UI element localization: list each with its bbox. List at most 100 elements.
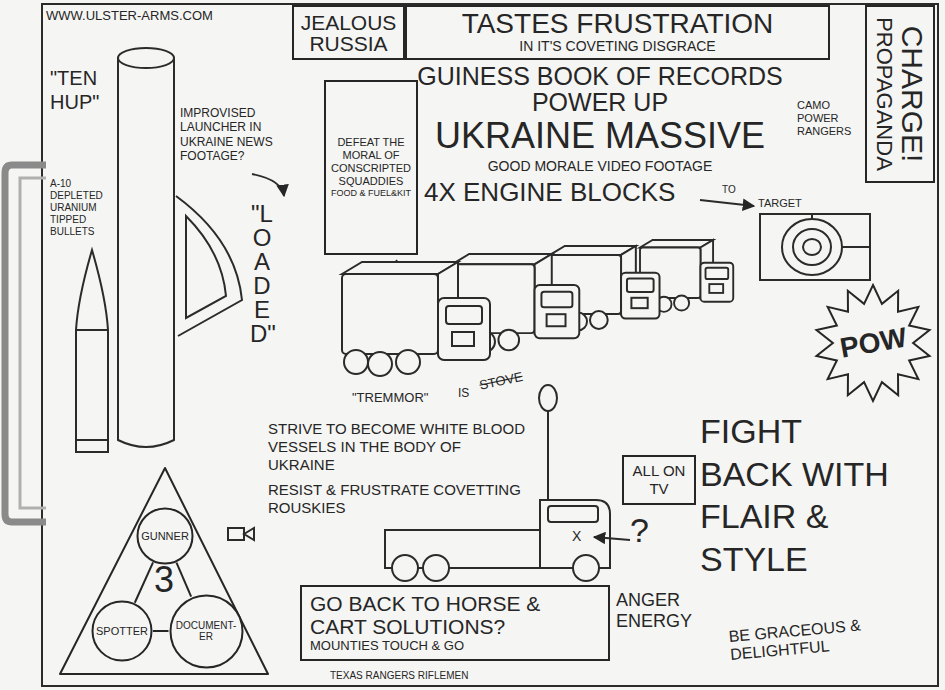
launcher-note: IMPROVISED LAUNCHER IN UKRAINE NEWS FOOT… (180, 106, 318, 164)
slogan-text: FIGHT BACK WITH FLAIR & STYLE (700, 410, 900, 580)
bullet-band (76, 330, 108, 440)
label-anchor: "TREMMOR" (352, 390, 428, 406)
side-note: CAMO POWER RANGERS (797, 99, 859, 139)
label-anchor: UKRAINE MASSIVE (412, 116, 788, 156)
connector-line (153, 630, 169, 632)
label-anchor: FIGHT BACK WITH FLAIR & STYLE (700, 410, 900, 580)
vertical-word: "LOADED" (250, 202, 274, 346)
label-anchor: TARGET (758, 197, 802, 210)
bullet-outline (76, 250, 108, 452)
label-anchor: WWW.ULSTER-ARMS.COM (46, 8, 213, 24)
node-text: DOCUMENT-ER (175, 620, 237, 643)
website-url: WWW.ULSTER-ARMS.COM (46, 8, 213, 24)
label-anchor: ANGER ENERGY (616, 590, 696, 631)
node-text: PROPAGANDA (871, 17, 895, 171)
truck-wheel (392, 555, 418, 581)
label-anchor: TO (722, 184, 736, 196)
tube-body (118, 58, 174, 447)
target-ring (782, 219, 842, 275)
node-text: SPOTTER (96, 625, 148, 638)
target-ring (793, 229, 831, 265)
label-anchor: IS (458, 386, 469, 400)
truck-column (342, 240, 733, 376)
node-text: 3 (58, 562, 270, 598)
propaganda-box: PROPAGANDACHARGE! (865, 5, 935, 183)
slogan-text: RESIST & FRUSTRATE COVETTING ROUSKIES (268, 481, 526, 517)
label-anchor: "LOADED" (250, 202, 274, 346)
launcher-bracket (176, 196, 242, 336)
target-label: TARGET (758, 197, 802, 210)
circle-outline (170, 595, 242, 667)
camera-lens (244, 528, 254, 540)
slogan-text: ANGER ENERGY (616, 590, 696, 631)
target-cross (812, 214, 870, 247)
target-frame (760, 214, 870, 280)
role-circle: SPOTTER (91, 600, 153, 662)
target-drawing (760, 214, 870, 280)
node-text: CHARGE! (896, 26, 929, 163)
truck-window (548, 506, 598, 522)
label-anchor: TEXAS RANGERS RIFLEMEN (330, 670, 468, 682)
headline: GUINESS BOOK OF RECORDS POWER UP (412, 63, 788, 116)
node-text: GUNNER (141, 530, 189, 543)
node-text: DEFEAT THE MORAL OF CONSCRIPTED SQUADDIE… (330, 136, 412, 189)
truck-cab (540, 500, 610, 568)
camera-icon (228, 528, 254, 540)
headline: 4X ENGINE BLOCKS (424, 177, 675, 208)
pow-burst: POW (812, 284, 934, 402)
node-text: GO BACK TO HORSE & CART SOLUTIONS? (310, 592, 600, 638)
label-anchor: GOOD MORALE VIDEO FOOTAGE (430, 158, 770, 175)
label-anchor: RESIST & FRUSTRATE COVETTING ROUSKIES (268, 481, 526, 517)
label-anchor: "TEN HUP" (50, 66, 122, 114)
title-box: TASTES FRUSTRATIONIN IT'S COVETING DISGR… (405, 5, 830, 60)
leader-line (547, 411, 549, 500)
vehicle-label: IS (458, 386, 469, 400)
role-circle: GUNNER (136, 507, 194, 565)
truck-wheel (423, 555, 449, 581)
bullet-drawing (76, 250, 108, 452)
truck (342, 262, 490, 376)
question-box: GO BACK TO HORSE & CART SOLUTIONS?MOUNTI… (300, 585, 610, 661)
subheading: GOOD MORALE VIDEO FOOTAGE (430, 158, 770, 175)
target-arrow (700, 200, 754, 206)
note-text: TEXAS RANGERS RIFLEMEN (330, 670, 468, 682)
target-ring (803, 239, 821, 255)
pointer-arrow (594, 537, 630, 540)
label-anchor: X (572, 528, 581, 545)
connector-line (135, 562, 153, 602)
title-box: JEALOUS RUSSIA (292, 5, 405, 60)
clipboard-clip (20, 178, 46, 508)
clipboard-clip (5, 165, 46, 522)
label-anchor: IMPROVISED LAUNCHER IN UKRAINE NEWS FOOT… (180, 106, 318, 164)
leader-arrow (252, 174, 284, 196)
camera-body (228, 528, 244, 540)
connector-line (176, 563, 191, 597)
node-text: MOUNTIES TOUCH & GO (310, 638, 600, 654)
burst-outline (816, 285, 929, 401)
label-anchor: STOVE (478, 378, 522, 394)
vehicle-label: "TREMMOR" (352, 390, 428, 406)
stove-symbol (539, 385, 557, 411)
slogan-text: "TEN HUP" (50, 66, 122, 114)
slogan-text: BE GRACEOUS & DELIGHTFUL (728, 610, 935, 665)
label-anchor: STRIVE TO BECOME WHITE BLOOD VESSELS IN … (268, 420, 530, 474)
launcher-bracket (186, 216, 226, 318)
question-mark: ? (630, 510, 649, 551)
rotated-holder: PROPAGANDACHARGE! (867, 8, 933, 180)
node-text: FOOD & FUEL&KIT (330, 188, 412, 199)
bullet-note: A-10 DEPLETED URANIUM TIPPED BULLETS (50, 178, 114, 238)
truck-wheel (573, 555, 599, 581)
arrow-label: TO (722, 184, 736, 196)
node-text: ALL ON TV (631, 462, 687, 498)
headline: UKRAINE MASSIVE (412, 116, 788, 156)
circle-outline (138, 509, 193, 564)
label-anchor: GUINESS BOOK OF RECORDS POWER UP (412, 63, 788, 116)
node-text: TASTES FRUSTRATION (413, 10, 822, 38)
team-triangle: 3 GUNNER SPOTTER DOCUMENT-ER (58, 466, 270, 678)
label-anchor: A-10 DEPLETED URANIUM TIPPED BULLETS (50, 178, 114, 238)
page-border (42, 4, 938, 686)
label-anchor: ? (630, 510, 649, 551)
label-anchor: CAMO POWER RANGERS (797, 99, 859, 139)
